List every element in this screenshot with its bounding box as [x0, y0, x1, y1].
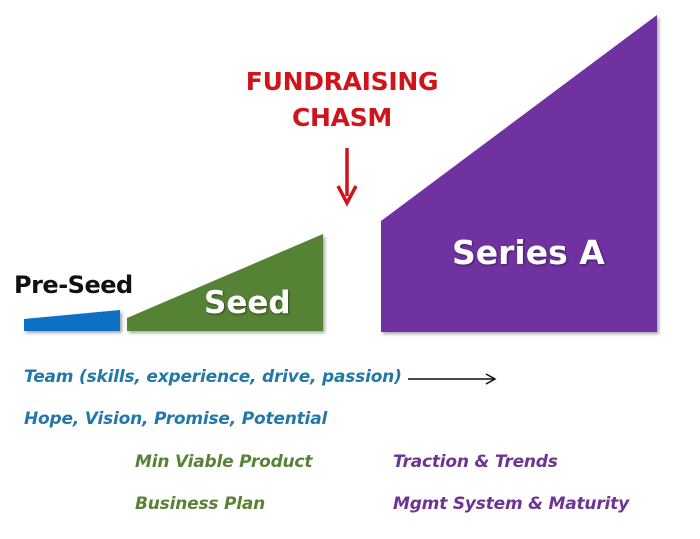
traction-criteria: Traction & Trends [393, 452, 558, 472]
seed-shape [127, 234, 323, 331]
business-plan-criteria: Business Plan [135, 494, 266, 514]
seed-label: Seed [204, 285, 291, 321]
mvp-criteria: Min Viable Product [135, 452, 313, 472]
chasm-arrow-icon [336, 148, 358, 207]
mgmt-criteria: Mgmt System & Maturity [393, 494, 629, 514]
fundraising-chasm-title: FUNDRAISING CHASM [236, 64, 448, 136]
team-criteria: Team (skills, experience, drive, passion… [24, 367, 402, 387]
chasm-line-2: CHASM [291, 103, 392, 132]
hope-criteria: Hope, Vision, Promise, Potential [24, 409, 328, 429]
series-a-label: Series A [452, 233, 605, 272]
pre-seed-label: Pre-Seed [14, 271, 133, 299]
series-a-shape [381, 15, 657, 332]
pre-seed-shape [24, 310, 120, 331]
team-arrow-icon [408, 373, 497, 385]
chasm-line-1: FUNDRAISING [245, 67, 439, 96]
